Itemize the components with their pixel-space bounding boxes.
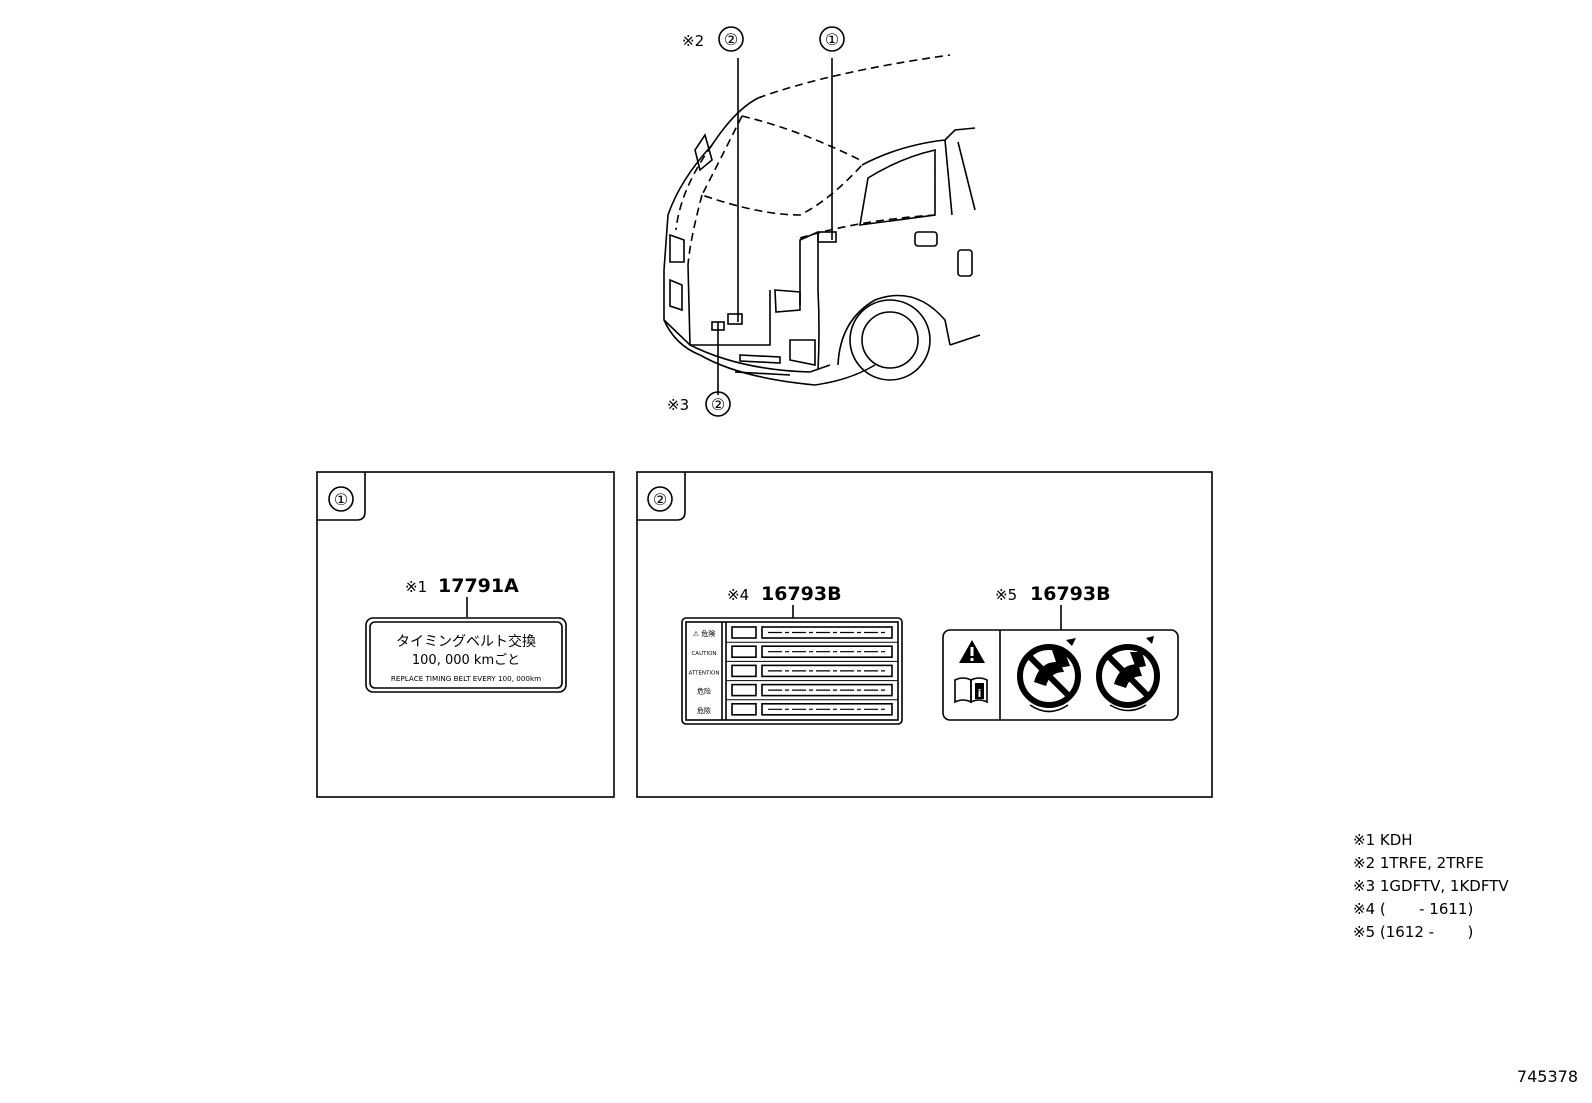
applicability-notes: ※1 KDH ※2 1TRFE, 2TRFE ※3 1GDFTV, 1KDFTV… [1353, 831, 1509, 941]
drawing-number: 745378 [1517, 1067, 1578, 1086]
label-line-3: REPLACE TIMING BELT EVERY 100, 000km [391, 674, 541, 683]
caution-row-box [731, 702, 757, 716]
part-b-number: 16793B [1030, 583, 1111, 605]
caution-row-text-block [761, 645, 893, 659]
callout-2-top: ※2 ② [682, 26, 744, 52]
panel-2-number: ② [653, 490, 667, 509]
caution-row-box [731, 683, 757, 697]
note-4: ※4 ( - 1611) [1353, 900, 1473, 918]
note-ref-3: ※3 [667, 396, 689, 414]
panel-1-part-number: 17791A [438, 575, 519, 597]
note-3: ※3 1GDFTV, 1KDFTV [1353, 877, 1509, 895]
caution-row-lang: ⚠ 危険 [693, 629, 716, 638]
part-b-note: ※5 [995, 586, 1017, 604]
label-line-1: タイミングベルト交換 [396, 633, 536, 650]
callout-marker-2: ② [724, 30, 738, 49]
warning-triangle-icon [959, 640, 985, 663]
caution-row-lang: CAUTION [691, 651, 716, 657]
callout-2-bottom: ※3 ② [667, 391, 731, 417]
caution-row-box [731, 664, 757, 678]
callout-marker-2-bottom: ② [711, 395, 725, 414]
svg-text:i: i [978, 687, 982, 700]
vehicle-illustration [663, 54, 981, 395]
manual-book-icon: i [954, 677, 988, 704]
panel-1-part-note: ※1 [405, 578, 427, 596]
caution-row-text-block [761, 702, 893, 716]
callout-1-top: ① [819, 26, 845, 52]
timing-belt-label: タイミングベルト交換 100, 000 kmごと REPLACE TIMING … [365, 617, 567, 693]
caution-row-lang: 危險 [697, 706, 711, 715]
pictogram-label: i [942, 629, 1179, 721]
caution-row-box [731, 645, 757, 659]
part-a-note: ※4 [727, 586, 749, 604]
caution-row-text-block [761, 626, 893, 639]
caution-row-text-block [761, 683, 893, 697]
label-line-2: 100, 000 kmごと [412, 652, 520, 668]
panel-1-number: ① [334, 490, 348, 509]
note-ref-2: ※2 [682, 32, 704, 50]
caution-row-lang: 危险 [697, 687, 711, 696]
panel-1: ① ※1 17791A タイミングベルト交換 100, 000 kmごと REP… [316, 471, 615, 798]
part-a-number: 16793B [761, 583, 842, 605]
note-2: ※2 1TRFE, 2TRFE [1353, 854, 1484, 872]
no-child-seat-icon-1 [1017, 638, 1081, 713]
no-child-seat-icon-2 [1096, 636, 1160, 712]
caution-row-text-block [761, 664, 893, 678]
note-1: ※1 KDH [1353, 831, 1413, 849]
callout-marker-1: ① [825, 30, 839, 49]
caution-row-box [731, 626, 757, 639]
caution-row-lang: ATTENTION [689, 670, 720, 676]
note-5: ※5 (1612 - ) [1353, 923, 1473, 941]
